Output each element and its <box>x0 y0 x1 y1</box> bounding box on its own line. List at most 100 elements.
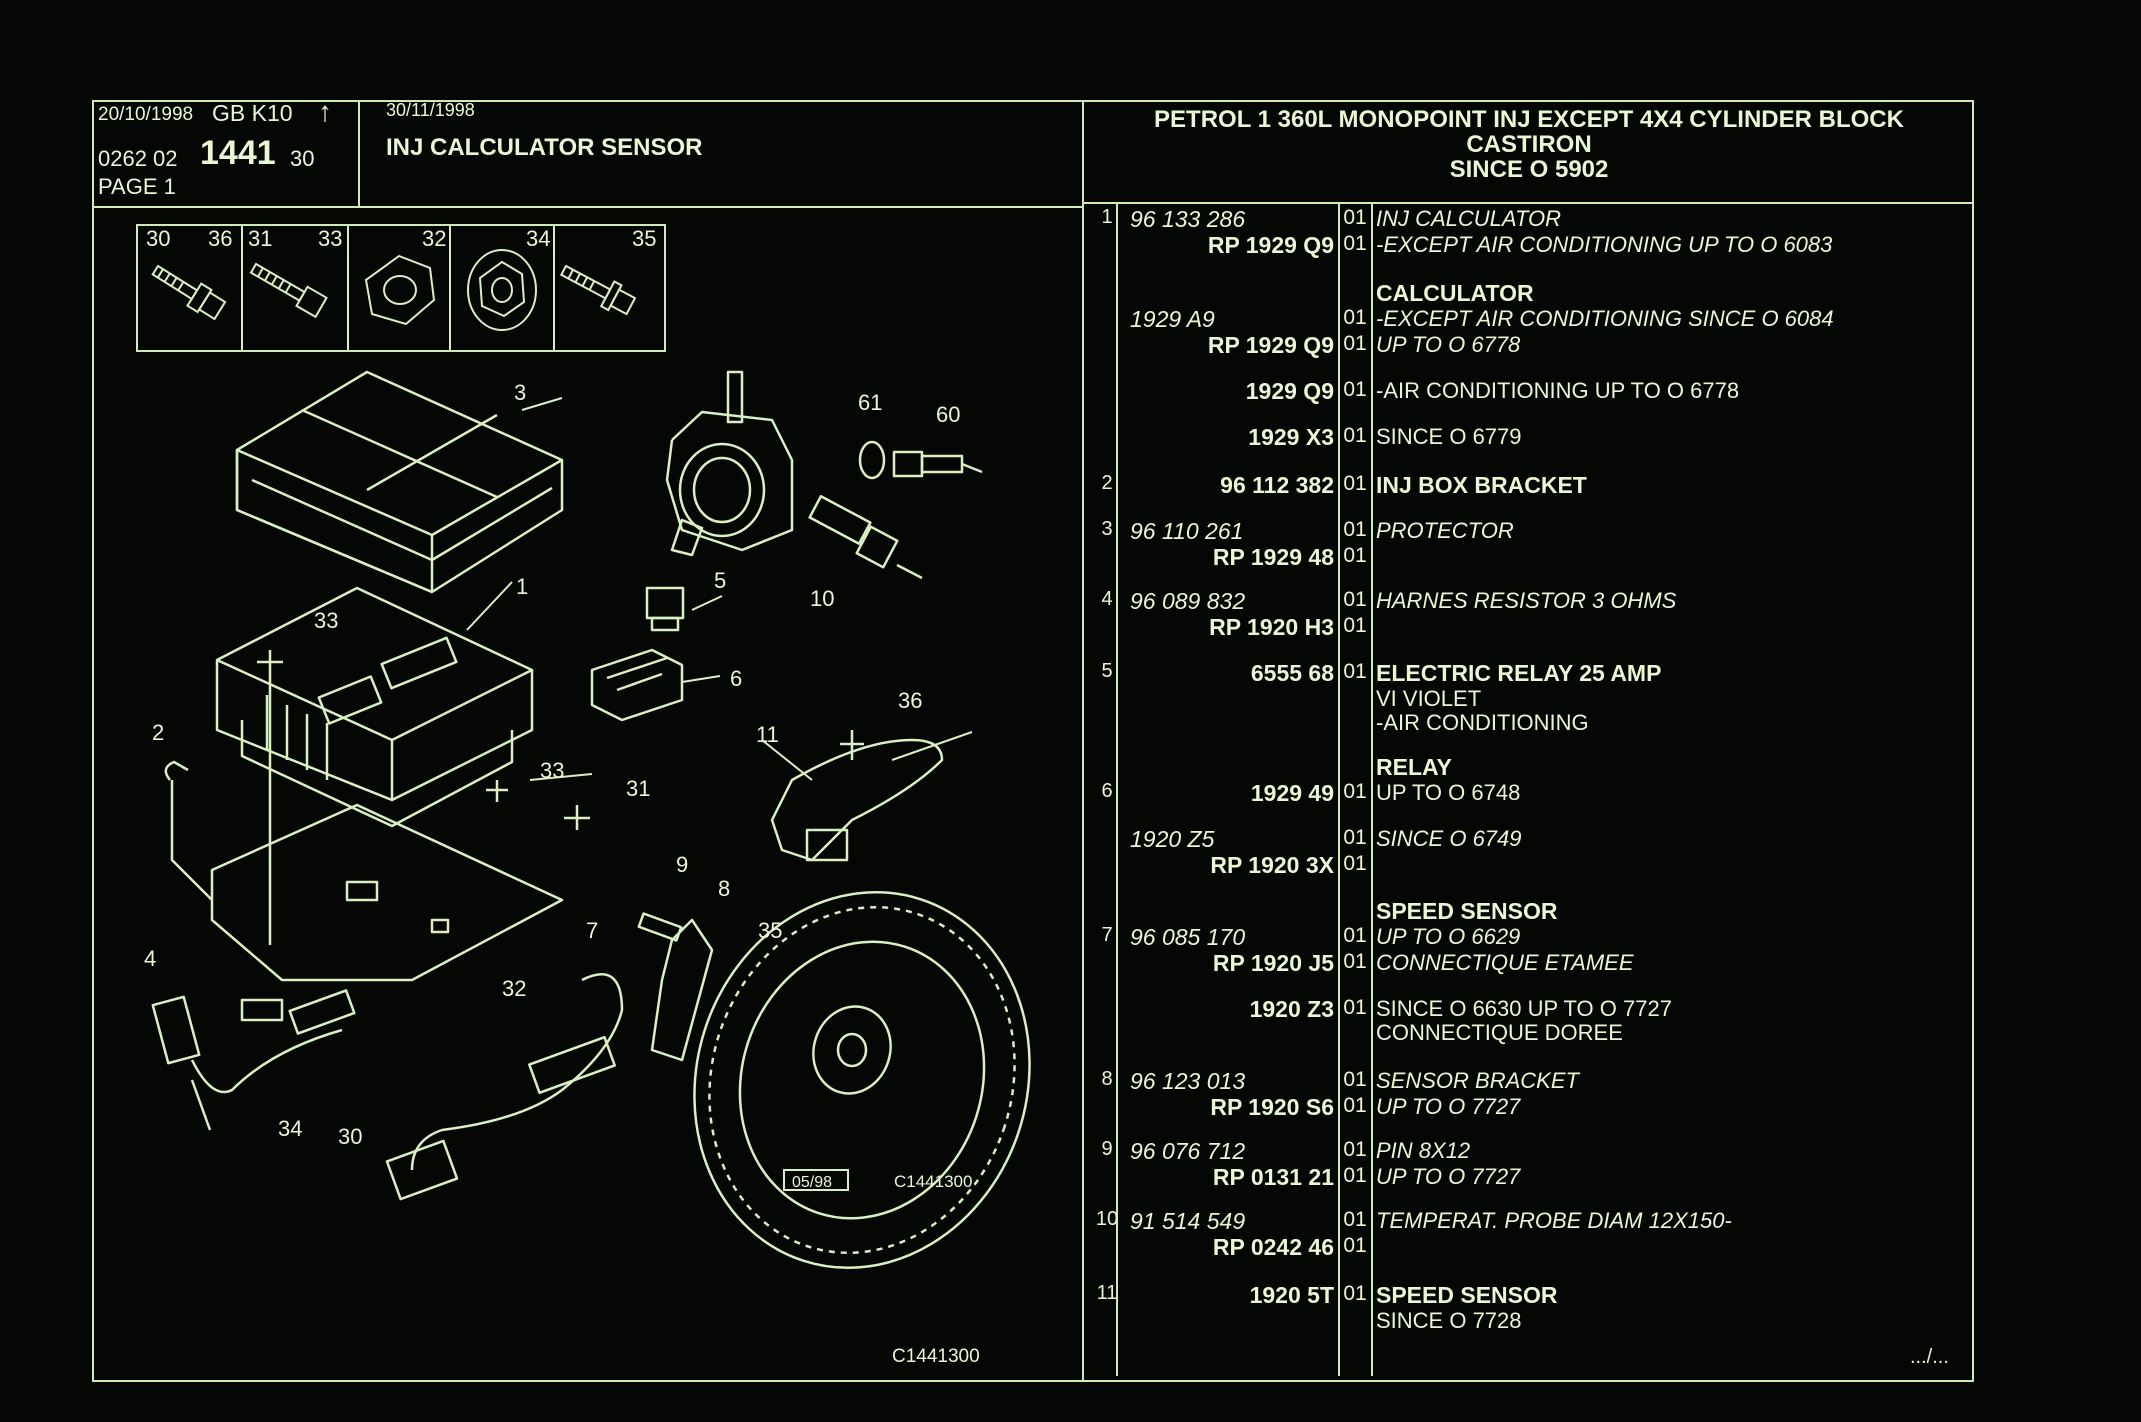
callout: 33 <box>540 758 565 783</box>
callout: 3 <box>514 380 527 405</box>
fastener-crosses <box>257 650 590 945</box>
part-reference-rp: RP 0131 21 <box>1212 1164 1334 1190</box>
fastener-drawings <box>151 226 637 350</box>
header-date: 20/10/1998 <box>98 104 194 125</box>
temperature-probe-part <box>808 495 923 580</box>
item-number: 10 <box>1095 1208 1119 1230</box>
catalogue-sheet <box>92 100 1974 1382</box>
part-description: SPEED SENSOR <box>1376 898 1558 924</box>
part-reference-rp: RP 1920 H3 <box>1209 614 1334 640</box>
callout: 34 <box>278 1116 303 1141</box>
quantity: 01 <box>1343 1094 1367 1117</box>
part-description: -AIR CONDITIONING UP TO O 6778 <box>1376 378 1740 403</box>
header-col-divider <box>358 100 360 206</box>
callout: 33 <box>314 608 339 633</box>
callout: 60 <box>936 402 961 427</box>
part-reference-rp: 1920 5T <box>1249 1282 1334 1308</box>
part-description: INJ CALCULATOR <box>1376 206 1562 231</box>
callout: 30 <box>338 1124 363 1149</box>
part-reference-rp: RP 1920 J5 <box>1212 950 1334 976</box>
item-number: 7 <box>1101 924 1113 946</box>
fastener-label: 31 <box>248 226 273 251</box>
part-description: UP TO O 6629 <box>1376 924 1521 949</box>
callout: 31 <box>626 776 651 801</box>
connector-part <box>590 648 684 722</box>
part-reference-rp: 1929 49 <box>1250 780 1334 806</box>
quantity: 01 <box>1343 1164 1367 1187</box>
callout: 35 <box>758 918 783 943</box>
part-description: -EXCEPT AIR CONDITIONING UP TO O 6083 <box>1376 232 1833 257</box>
callout: 61 <box>858 390 883 415</box>
part-description: CONNECTIQUE DOREE <box>1376 1020 1623 1045</box>
part-description: SPEED SENSOR <box>1376 1282 1558 1308</box>
quantity: 01 <box>1343 996 1367 1019</box>
quantity: 01 <box>1343 660 1367 683</box>
part-reference-rp: RP 1920 3X <box>1210 852 1334 878</box>
quantity: 01 <box>1343 472 1367 495</box>
part-reference-rp: 1929 Q9 <box>1245 378 1334 404</box>
quantity: 01 <box>1343 588 1367 611</box>
item-number: 11 <box>1096 1282 1118 1304</box>
part-reference: 96 076 712 <box>1130 1138 1246 1164</box>
fastener-label: 33 <box>318 226 343 251</box>
sensor-60-part <box>858 440 983 480</box>
continued-mark: .../... <box>1910 1346 1949 1368</box>
quantity: 01 <box>1343 852 1367 875</box>
part-description: PROTECTOR <box>1376 518 1514 543</box>
quantity: 01 <box>1343 232 1367 255</box>
diagram-ref-small: C1441300 <box>894 1172 973 1191</box>
callout: 7 <box>586 918 599 943</box>
nut-icon <box>364 254 436 326</box>
throttle-body-part <box>665 370 794 557</box>
part-description: SINCE O 7728 <box>1376 1308 1522 1333</box>
quantity: 01 <box>1343 1208 1367 1231</box>
section-title: INJ CALCULATOR SENSOR <box>386 134 703 161</box>
part-description: SINCE O 6630 UP TO O 7727 <box>1376 996 1672 1021</box>
quantity: 01 <box>1343 780 1367 803</box>
sensor-bracket-part <box>637 912 714 1062</box>
part-description: -EXCEPT AIR CONDITIONING SINCE O 6084 <box>1376 306 1834 331</box>
fastener-label: 34 <box>526 226 551 251</box>
part-description: SINCE O 6749 <box>1376 826 1522 851</box>
quantity: 01 <box>1343 206 1367 229</box>
callout: 10 <box>810 586 835 611</box>
quantity: 01 <box>1343 306 1367 329</box>
callout: 32 <box>502 976 527 1001</box>
item-number: 1 <box>1101 206 1113 228</box>
part-reference: 96 089 832 <box>1130 588 1246 614</box>
part-reference: 1920 Z5 <box>1130 826 1215 852</box>
item-number: 2 <box>1101 472 1113 494</box>
part-description: UP TO O 6748 <box>1376 780 1521 805</box>
vehicle-line-1: PETROL 1 360L MONOPOINT INJ EXCEPT 4X4 C… <box>1154 106 1904 133</box>
callout: 36 <box>898 688 923 713</box>
part-description: PIN 8X12 <box>1376 1138 1471 1163</box>
part-description: VI VIOLET <box>1376 686 1482 711</box>
part-description: UP TO O 6778 <box>1376 332 1521 357</box>
date-box <box>783 1169 849 1191</box>
part-description: TEMPERAT. PROBE DIAM 12X150- <box>1376 1208 1732 1233</box>
quantity: 01 <box>1343 1138 1367 1161</box>
quantity: 01 <box>1343 332 1367 355</box>
bracket-part <box>164 760 564 1022</box>
harness-resistor-part <box>151 989 356 1131</box>
fastener-label: 30 <box>146 226 171 251</box>
protector-part <box>235 370 564 594</box>
part-reference: 1929 A9 <box>1130 306 1215 332</box>
quantity: 01 <box>1343 1234 1367 1257</box>
part-reference: 96 110 261 <box>1130 518 1244 544</box>
quantity: 01 <box>1343 614 1367 637</box>
part-reference-rp: 1929 X3 <box>1248 424 1334 450</box>
part-reference-rp: RP 1929 Q9 <box>1207 332 1334 358</box>
calculator-part <box>215 586 534 828</box>
part-description: RELAY <box>1376 754 1452 780</box>
item-number: 5 <box>1101 660 1113 682</box>
item-number: 6 <box>1101 780 1113 802</box>
header-arrow: ↑ <box>318 96 332 127</box>
callout: 8 <box>718 876 731 901</box>
part-description: HARNES RESISTOR 3 OHMS <box>1376 588 1677 613</box>
leader-lines <box>466 397 973 781</box>
bolt-icon <box>249 262 328 319</box>
quantity: 01 <box>1343 544 1367 567</box>
part-description: -AIR CONDITIONING <box>1376 710 1589 735</box>
vehicle-line-3: SINCE O 5902 <box>1449 156 1609 183</box>
